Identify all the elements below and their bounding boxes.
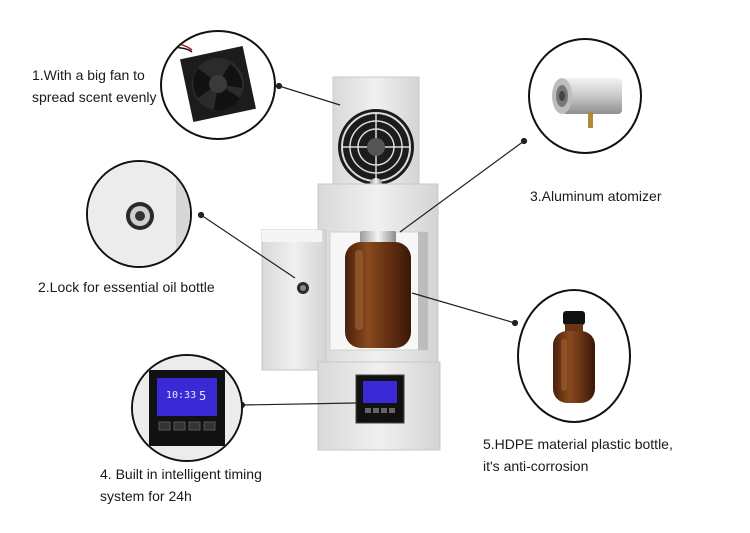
lock-label: 2.Lock for essential oil bottle xyxy=(38,276,215,298)
lock-icon xyxy=(88,162,190,266)
bottle-label-line2: it's anti-corrosion xyxy=(483,458,589,474)
bottle-label: 5.HDPE material plastic bottle, it's ant… xyxy=(483,433,673,477)
fan-label-line1: 1.With a big fan to xyxy=(32,67,145,83)
atomizer-icon xyxy=(552,78,622,128)
side-door xyxy=(261,229,327,371)
timer-label-line1: 4. Built in intelligent timing xyxy=(100,466,262,482)
timer-panel-icon xyxy=(133,356,241,460)
fan-label-line2: spread scent evenly xyxy=(32,89,157,105)
callout-lines xyxy=(197,82,528,409)
atomizer-label: 3.Aluminum atomizer xyxy=(530,185,662,207)
fan-label: 1.With a big fan to spread scent evenly xyxy=(32,64,157,108)
atomizer-detail-circle xyxy=(528,38,642,154)
fan-icon xyxy=(169,39,256,122)
device-base xyxy=(317,361,441,451)
bottle-label-line1: 5.HDPE material plastic bottle, xyxy=(483,436,673,452)
timer-label-line2: system for 24h xyxy=(100,488,192,504)
lock-detail-circle xyxy=(86,160,192,268)
bottle-chamber xyxy=(317,183,439,365)
timer-screen-value: 5 xyxy=(199,389,207,403)
fan-housing xyxy=(332,76,420,190)
bottle-detail-circle xyxy=(517,289,631,423)
atomizer-label-line1: 3.Aluminum atomizer xyxy=(530,188,662,204)
timer-screen-text: 10:33 xyxy=(166,390,197,401)
bottle-icon xyxy=(553,311,595,403)
timer-detail-circle: 10:33 5 xyxy=(131,354,243,462)
fan-detail-circle xyxy=(160,30,276,140)
lock-label-line1: 2.Lock for essential oil bottle xyxy=(38,279,215,295)
timer-label: 4. Built in intelligent timing system fo… xyxy=(100,463,262,507)
